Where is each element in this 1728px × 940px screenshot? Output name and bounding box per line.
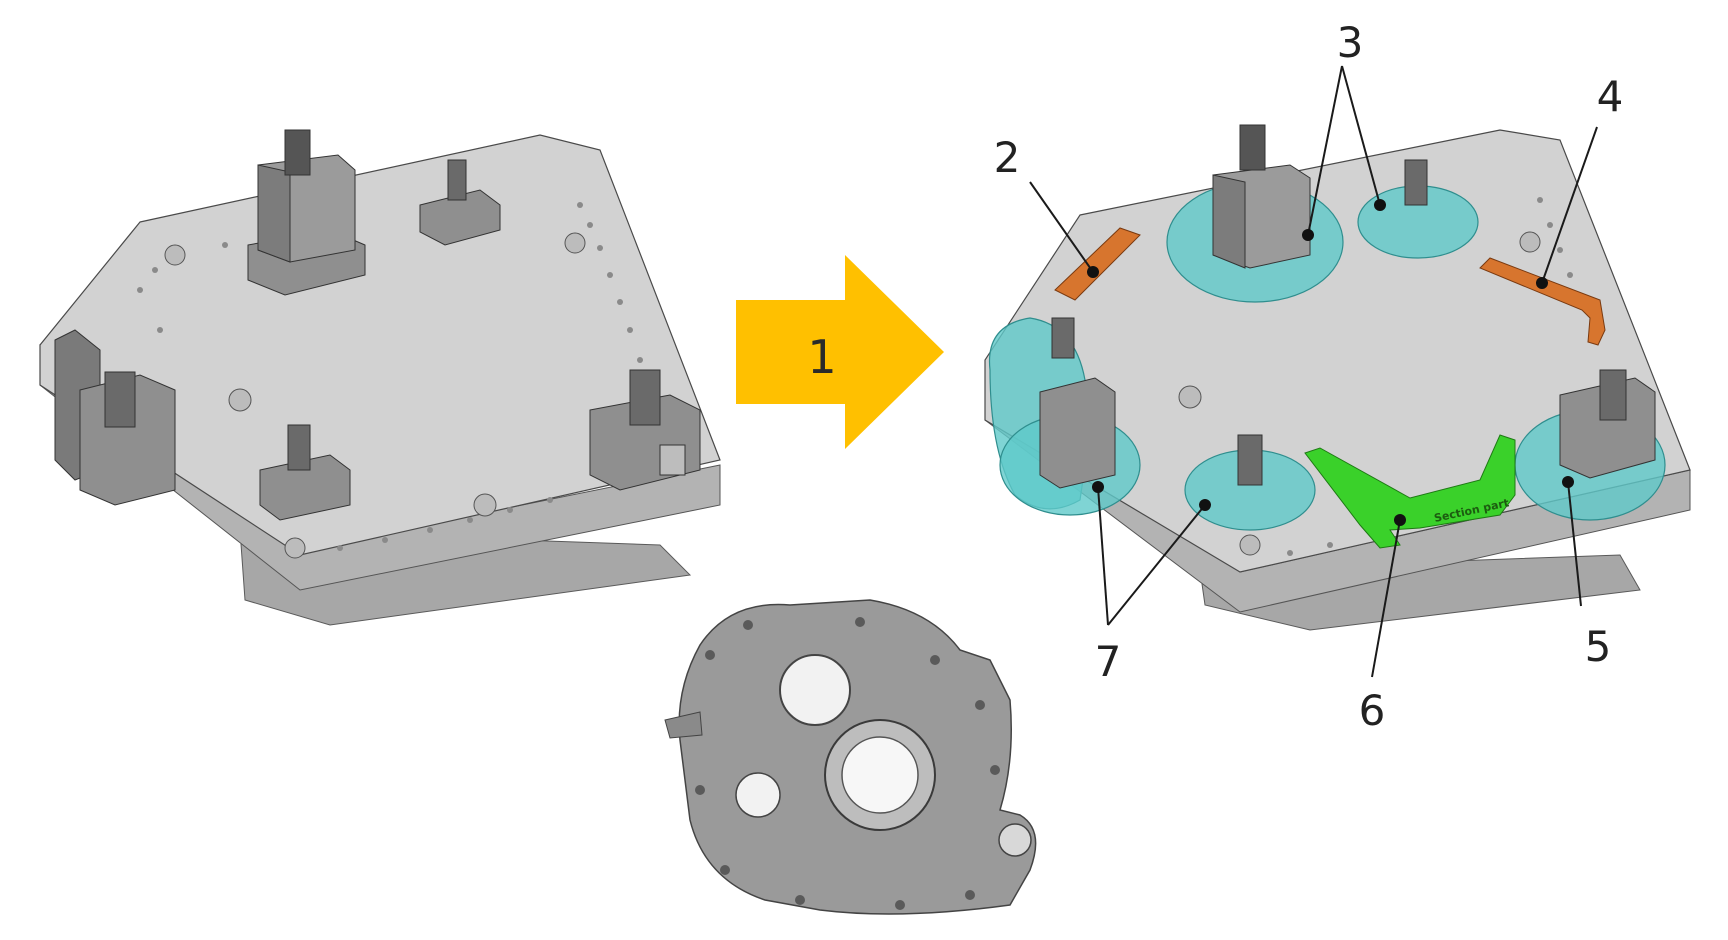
left-fixture-plate [39, 134, 721, 626]
right-fixture-blocks [1039, 124, 1656, 489]
arrow-label: 1 [807, 330, 836, 384]
callout-7: 7 [1095, 637, 1122, 686]
orange-stop-left [1054, 227, 1141, 301]
callout-6: 6 [1359, 686, 1386, 735]
arrow-shape [736, 255, 944, 449]
orange-stops [1054, 227, 1606, 346]
gearbox-casting [664, 599, 1037, 915]
callout-leaders [1029, 65, 1598, 678]
callout-5: 5 [1585, 622, 1612, 671]
callout-dots [1087, 199, 1574, 526]
callout-3: 3 [1337, 18, 1364, 67]
callout-4: 4 [1597, 72, 1624, 121]
callout-2: 2 [994, 133, 1021, 182]
left-fixture-blocks [54, 129, 701, 521]
step-arrow: 1 [736, 255, 944, 449]
orange-stop-right [1479, 257, 1606, 346]
